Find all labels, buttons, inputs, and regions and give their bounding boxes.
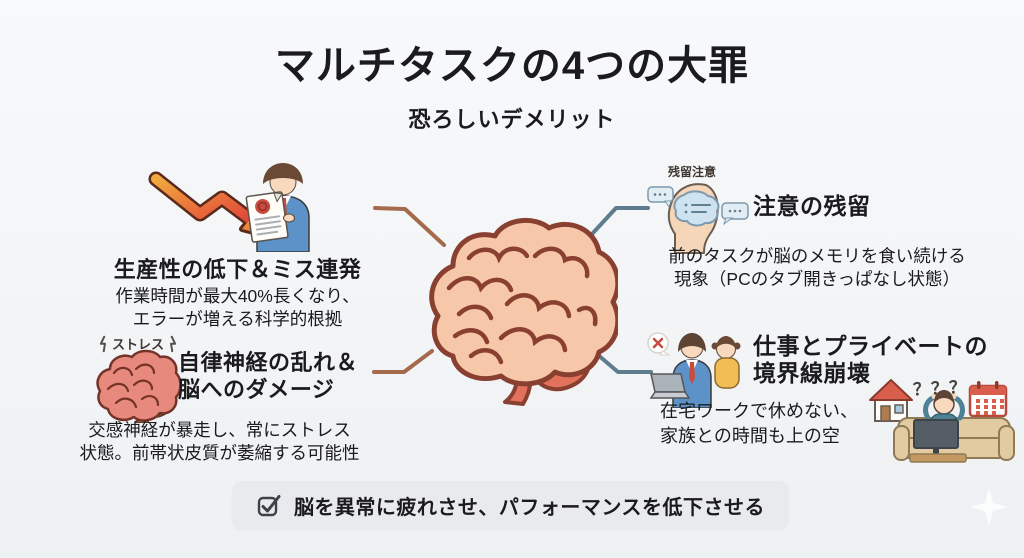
productivity-body-line2: エラーが増える科学的根拠 <box>132 309 343 329</box>
speech-bubble-icon <box>721 202 749 226</box>
connector-bottom-left <box>372 349 434 374</box>
conclusion-label: 脳を異常に疲れさせ、パフォーマンスを低下させる <box>293 496 766 519</box>
boundary-body-line2: 家族との時間も上の空 <box>660 426 840 446</box>
house-icon <box>869 379 913 422</box>
autonomic-heading-line1: 自律神経の乱れ＆ <box>178 350 359 375</box>
boundary-body-line1: 在宅ワークで休めない、 <box>660 401 858 421</box>
couch-worker-icon <box>869 379 1015 463</box>
brain-cortex <box>429 217 618 387</box>
lightning-bolt-icon <box>170 335 177 352</box>
attention-body: 前のタスクが脳のメモリを食い続ける 現象（PCのタブ開きっぱなし状態） <box>642 245 992 291</box>
checkbox-checked-icon <box>257 495 281 517</box>
productivity-body-line1: 作業時間が最大40%長くなり、 <box>115 286 360 306</box>
boundary-heading-line2: 境界線崩壊 <box>753 360 871 386</box>
autonomic-body-line2: 状態。前帯状皮質が萎縮する可能性 <box>79 443 360 463</box>
stress-tag-label: ストレス <box>111 337 164 352</box>
connector-top-right <box>579 206 650 248</box>
attention-heading: 注意の残留 <box>753 193 871 219</box>
boundary-body: 在宅ワークで休めない、 家族との時間も上の空 <box>660 399 858 449</box>
autonomic-body: 交感神経が暴走し、常にストレス 状態。前帯状皮質が萎縮する可能性 <box>52 419 387 465</box>
worker-document-icon <box>245 163 310 252</box>
conclusion-banner: 脳を異常に疲れさせ、パフォーマンスを低下させる <box>232 481 789 529</box>
attention-body-line2: 現象（PCのタブ開きっぱなし状態） <box>673 269 961 289</box>
autonomic-heading: 自律神経の乱れ＆ 脳へのダメージ <box>178 349 358 403</box>
worker-child-laptop-icon <box>647 332 741 408</box>
brain-illustration <box>429 217 618 406</box>
page-subtitle: 恐ろしいデメリット <box>408 107 616 132</box>
connector-top-left <box>373 206 446 247</box>
autonomic-heading-line2: 脳へのダメージ <box>178 377 335 402</box>
stressed-brain-icon <box>96 349 182 423</box>
attention-body-line1: 前のタスクが脳のメモリを食い続ける <box>668 246 966 266</box>
productivity-body: 作業時間が最大40%長くなり、 エラーが増える科学的根拠 <box>70 285 405 331</box>
attention-tag: 残留注意 <box>668 165 717 179</box>
page-title: マルチタスクの4つの大罪 <box>274 44 750 88</box>
question-marks: ？？？ <box>912 377 968 400</box>
boundary-heading: 仕事とプライベートの 境界線崩壊 <box>753 333 988 387</box>
lightning-bolt-icon <box>99 335 106 352</box>
head-thoughts-icon <box>647 183 749 254</box>
sparkle-icon <box>970 488 1008 526</box>
boundary-heading-line1: 仕事とプライベートの <box>753 333 988 359</box>
autonomic-body-line1: 交感神経が暴走し、常にストレス <box>88 420 351 440</box>
no-bubble-icon <box>647 332 671 356</box>
speech-bubble-icon <box>647 186 674 209</box>
brain-gyri <box>446 246 598 365</box>
stress-tag: ストレス <box>92 334 184 353</box>
calendar-icon <box>968 381 1008 418</box>
productivity-heading: 生産性の低下＆ミス連発 <box>113 257 362 282</box>
